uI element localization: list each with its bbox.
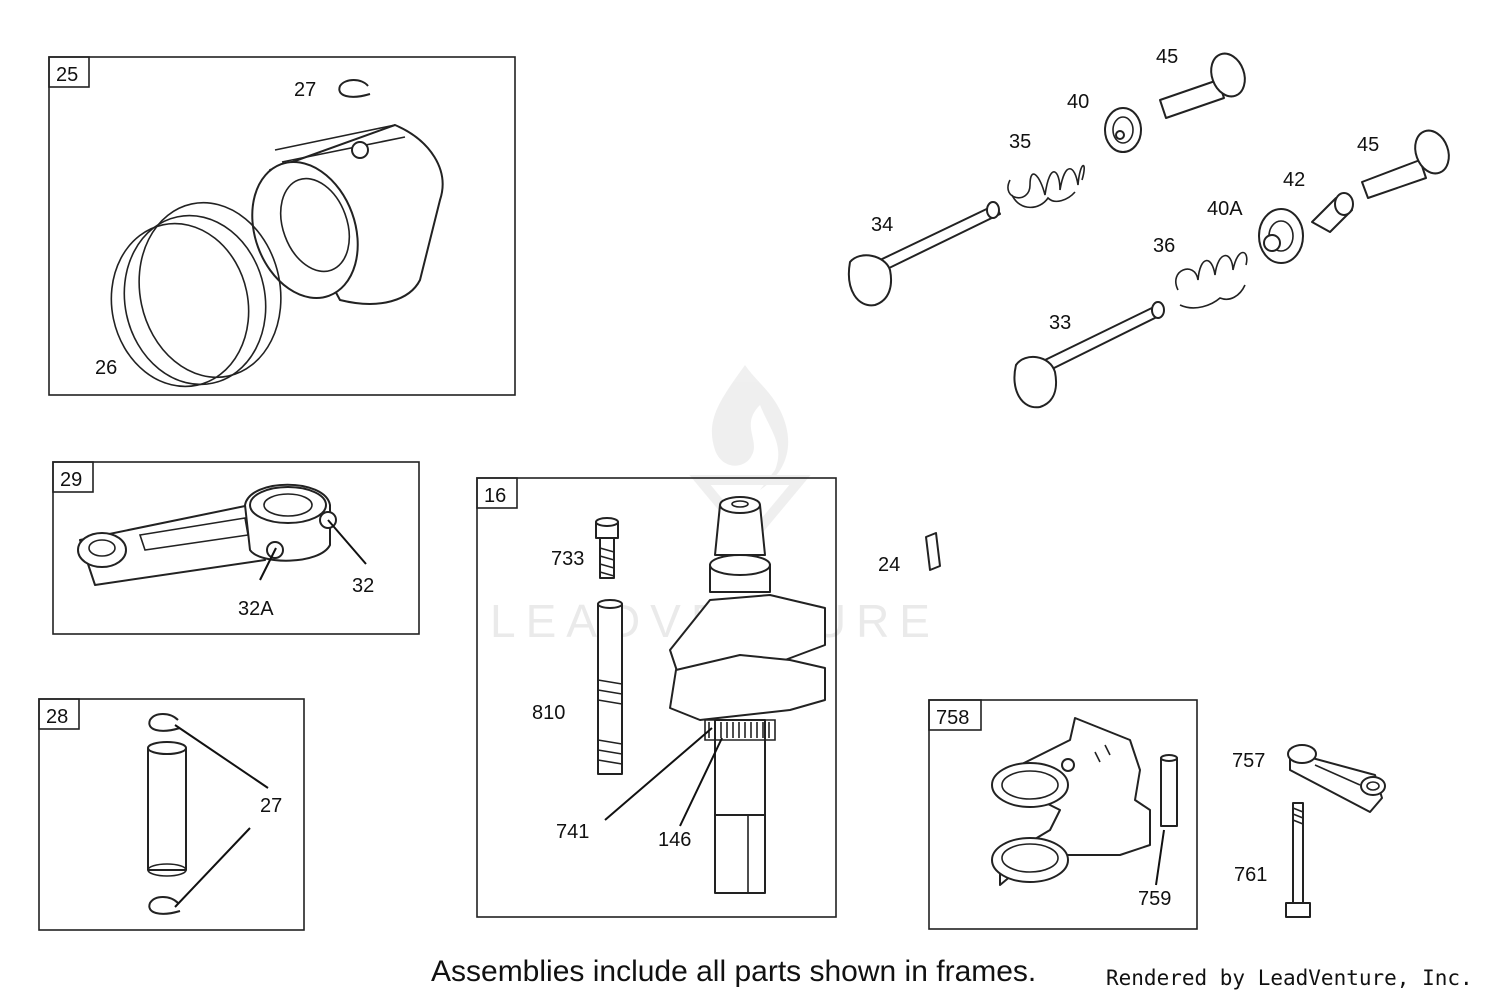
piston-pin[interactable]	[147, 741, 187, 877]
frame-16: 16	[476, 477, 837, 918]
frame-16-number: 16	[484, 485, 506, 507]
frame-29: 29	[52, 461, 420, 635]
frame-28: 28	[38, 698, 305, 931]
piston[interactable]	[234, 124, 444, 313]
valve-rotator-42[interactable]	[1311, 192, 1354, 233]
pin-clip-bottom[interactable]	[148, 896, 181, 915]
circlip-top[interactable]	[338, 79, 371, 98]
valve-33[interactable]	[1013, 301, 1165, 409]
bolt-733[interactable]	[595, 517, 619, 579]
leader-759	[1155, 829, 1165, 886]
callout-733: 733	[551, 548, 584, 570]
crankshaft[interactable]	[669, 496, 826, 894]
assemblies-note: Assemblies include all parts shown in fr…	[431, 955, 1036, 988]
callout-146: 146	[658, 829, 691, 851]
piston-rings[interactable]	[96, 189, 296, 399]
callout-741: 741	[556, 821, 589, 843]
frame-758: 758	[928, 699, 1198, 930]
leader-27-top	[174, 724, 269, 789]
valve-34[interactable]	[847, 201, 1001, 307]
rocker-arm-bracket[interactable]	[991, 717, 1151, 886]
callout-33: 33	[1049, 312, 1071, 334]
callout-26: 26	[95, 357, 117, 379]
callout-40: 40	[1067, 91, 1089, 113]
leader-27-bottom	[174, 827, 251, 908]
leader-32	[327, 519, 367, 565]
pin-clip-top[interactable]	[148, 713, 181, 732]
frame-25-number: 25	[56, 64, 78, 86]
leader-741	[604, 727, 713, 821]
connecting-rod[interactable]	[77, 483, 337, 586]
callout-759: 759	[1138, 888, 1171, 910]
spring-retainer-40[interactable]	[1104, 107, 1142, 153]
frame-28-number: 28	[46, 706, 68, 728]
frame-29-number: 29	[60, 469, 82, 491]
render-credit: Rendered by LeadVenture, Inc.	[1106, 966, 1473, 990]
callout-40a: 40A	[1207, 198, 1243, 220]
valve-spring-35[interactable]	[1007, 164, 1085, 209]
callout-27-clip: 27	[294, 79, 316, 101]
leader-32a	[259, 547, 277, 581]
valve-tappet-top[interactable]	[1159, 49, 1251, 119]
valve-tappet-bottom[interactable]	[1361, 126, 1455, 199]
valve-spring-36[interactable]	[1175, 251, 1248, 309]
callout-761: 761	[1234, 864, 1267, 886]
rocker-arm[interactable]	[1287, 744, 1386, 813]
callout-24: 24	[878, 554, 900, 576]
callout-35: 35	[1009, 131, 1031, 153]
callout-810: 810	[532, 702, 565, 724]
frame-758-number: 758	[936, 707, 969, 729]
callout-34: 34	[871, 214, 893, 236]
callout-42: 42	[1283, 169, 1305, 191]
callout-32a: 32A	[238, 598, 274, 620]
pushrod-guide-pin[interactable]	[1160, 754, 1178, 827]
callout-45-bottom: 45	[1357, 134, 1379, 156]
rocker-bolt[interactable]	[1285, 802, 1311, 918]
callout-27-pin: 27	[260, 795, 282, 817]
flywheel-key[interactable]	[925, 532, 941, 571]
frame-25: 25	[48, 56, 516, 396]
spring-retainer-40a[interactable]	[1258, 208, 1304, 264]
callout-32: 32	[352, 575, 374, 597]
stud-810[interactable]	[597, 599, 623, 775]
leader-146	[679, 737, 723, 827]
callout-757: 757	[1232, 750, 1265, 772]
callout-36: 36	[1153, 235, 1175, 257]
callout-45-top: 45	[1156, 46, 1178, 68]
